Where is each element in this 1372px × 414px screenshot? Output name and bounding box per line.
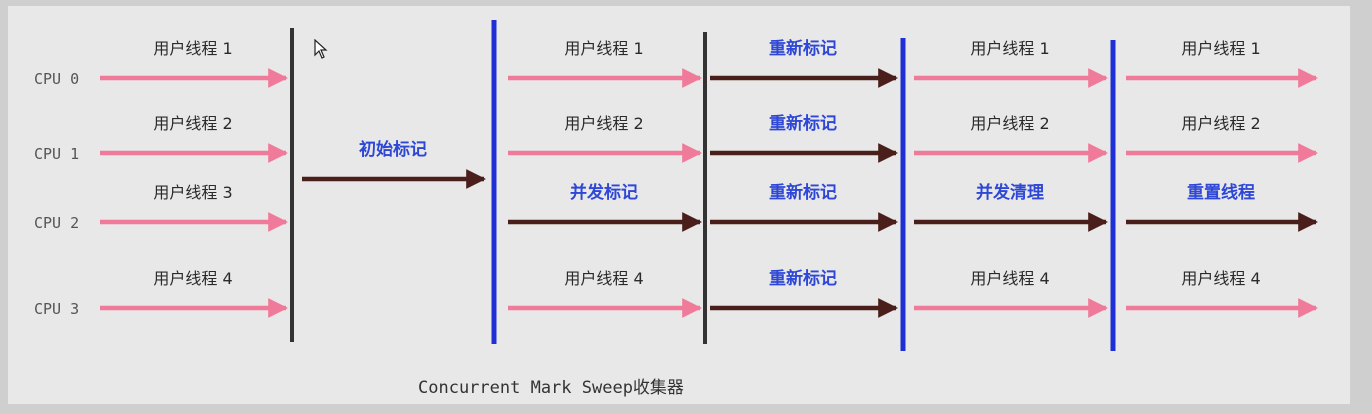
diagram-caption: Concurrent Mark Sweep收集器	[418, 378, 684, 398]
user-thread-label: 用户线程 4	[564, 269, 643, 288]
cpu-labels: CPU 0 CPU 1 CPU 2 CPU 3	[34, 70, 79, 318]
user-thread-label: 用户线程 2	[564, 114, 643, 133]
user-thread-label: 用户线程 4	[153, 269, 232, 288]
gc-phase-label: 并发清理	[976, 182, 1044, 203]
user-thread-label: 用户线程 4	[970, 269, 1049, 288]
gc-phase-label: 重新标记	[769, 38, 837, 59]
cpu-label-1: CPU 1	[34, 145, 79, 163]
user-thread-label: 用户线程 4	[1181, 269, 1260, 288]
phase-barriers	[290, 20, 1116, 351]
user-thread-label: 用户线程 2	[1181, 114, 1260, 133]
thread-arrows: 用户线程 1 用户线程 2 用户线程 3 用户线程 4 初始标记 用户线程 1 用户线程 2…	[100, 38, 1318, 318]
user-thread-label: 用户线程 1	[970, 39, 1049, 58]
gc-phase-label: 重新标记	[769, 182, 837, 203]
user-thread-label: 用户线程 2	[153, 114, 232, 133]
user-thread-label: 用户线程 2	[970, 114, 1049, 133]
gc-phase-label: 初始标记	[359, 139, 427, 160]
user-thread-label: 用户线程 1	[1181, 39, 1260, 58]
user-thread-label: 用户线程 1	[153, 39, 232, 58]
user-thread-label: 用户线程 1	[564, 39, 643, 58]
user-thread-label: 用户线程 3	[153, 183, 232, 202]
mouse-cursor-icon	[314, 39, 328, 59]
gc-phase-label: 重置线程	[1187, 182, 1255, 203]
cpu-label-0: CPU 0	[34, 70, 79, 88]
gc-phase-label: 重新标记	[769, 268, 837, 289]
gc-phase-label: 重新标记	[769, 113, 837, 134]
gc-phase-label: 并发标记	[570, 182, 638, 203]
cpu-label-2: CPU 2	[34, 214, 79, 232]
cpu-label-3: CPU 3	[34, 300, 79, 318]
